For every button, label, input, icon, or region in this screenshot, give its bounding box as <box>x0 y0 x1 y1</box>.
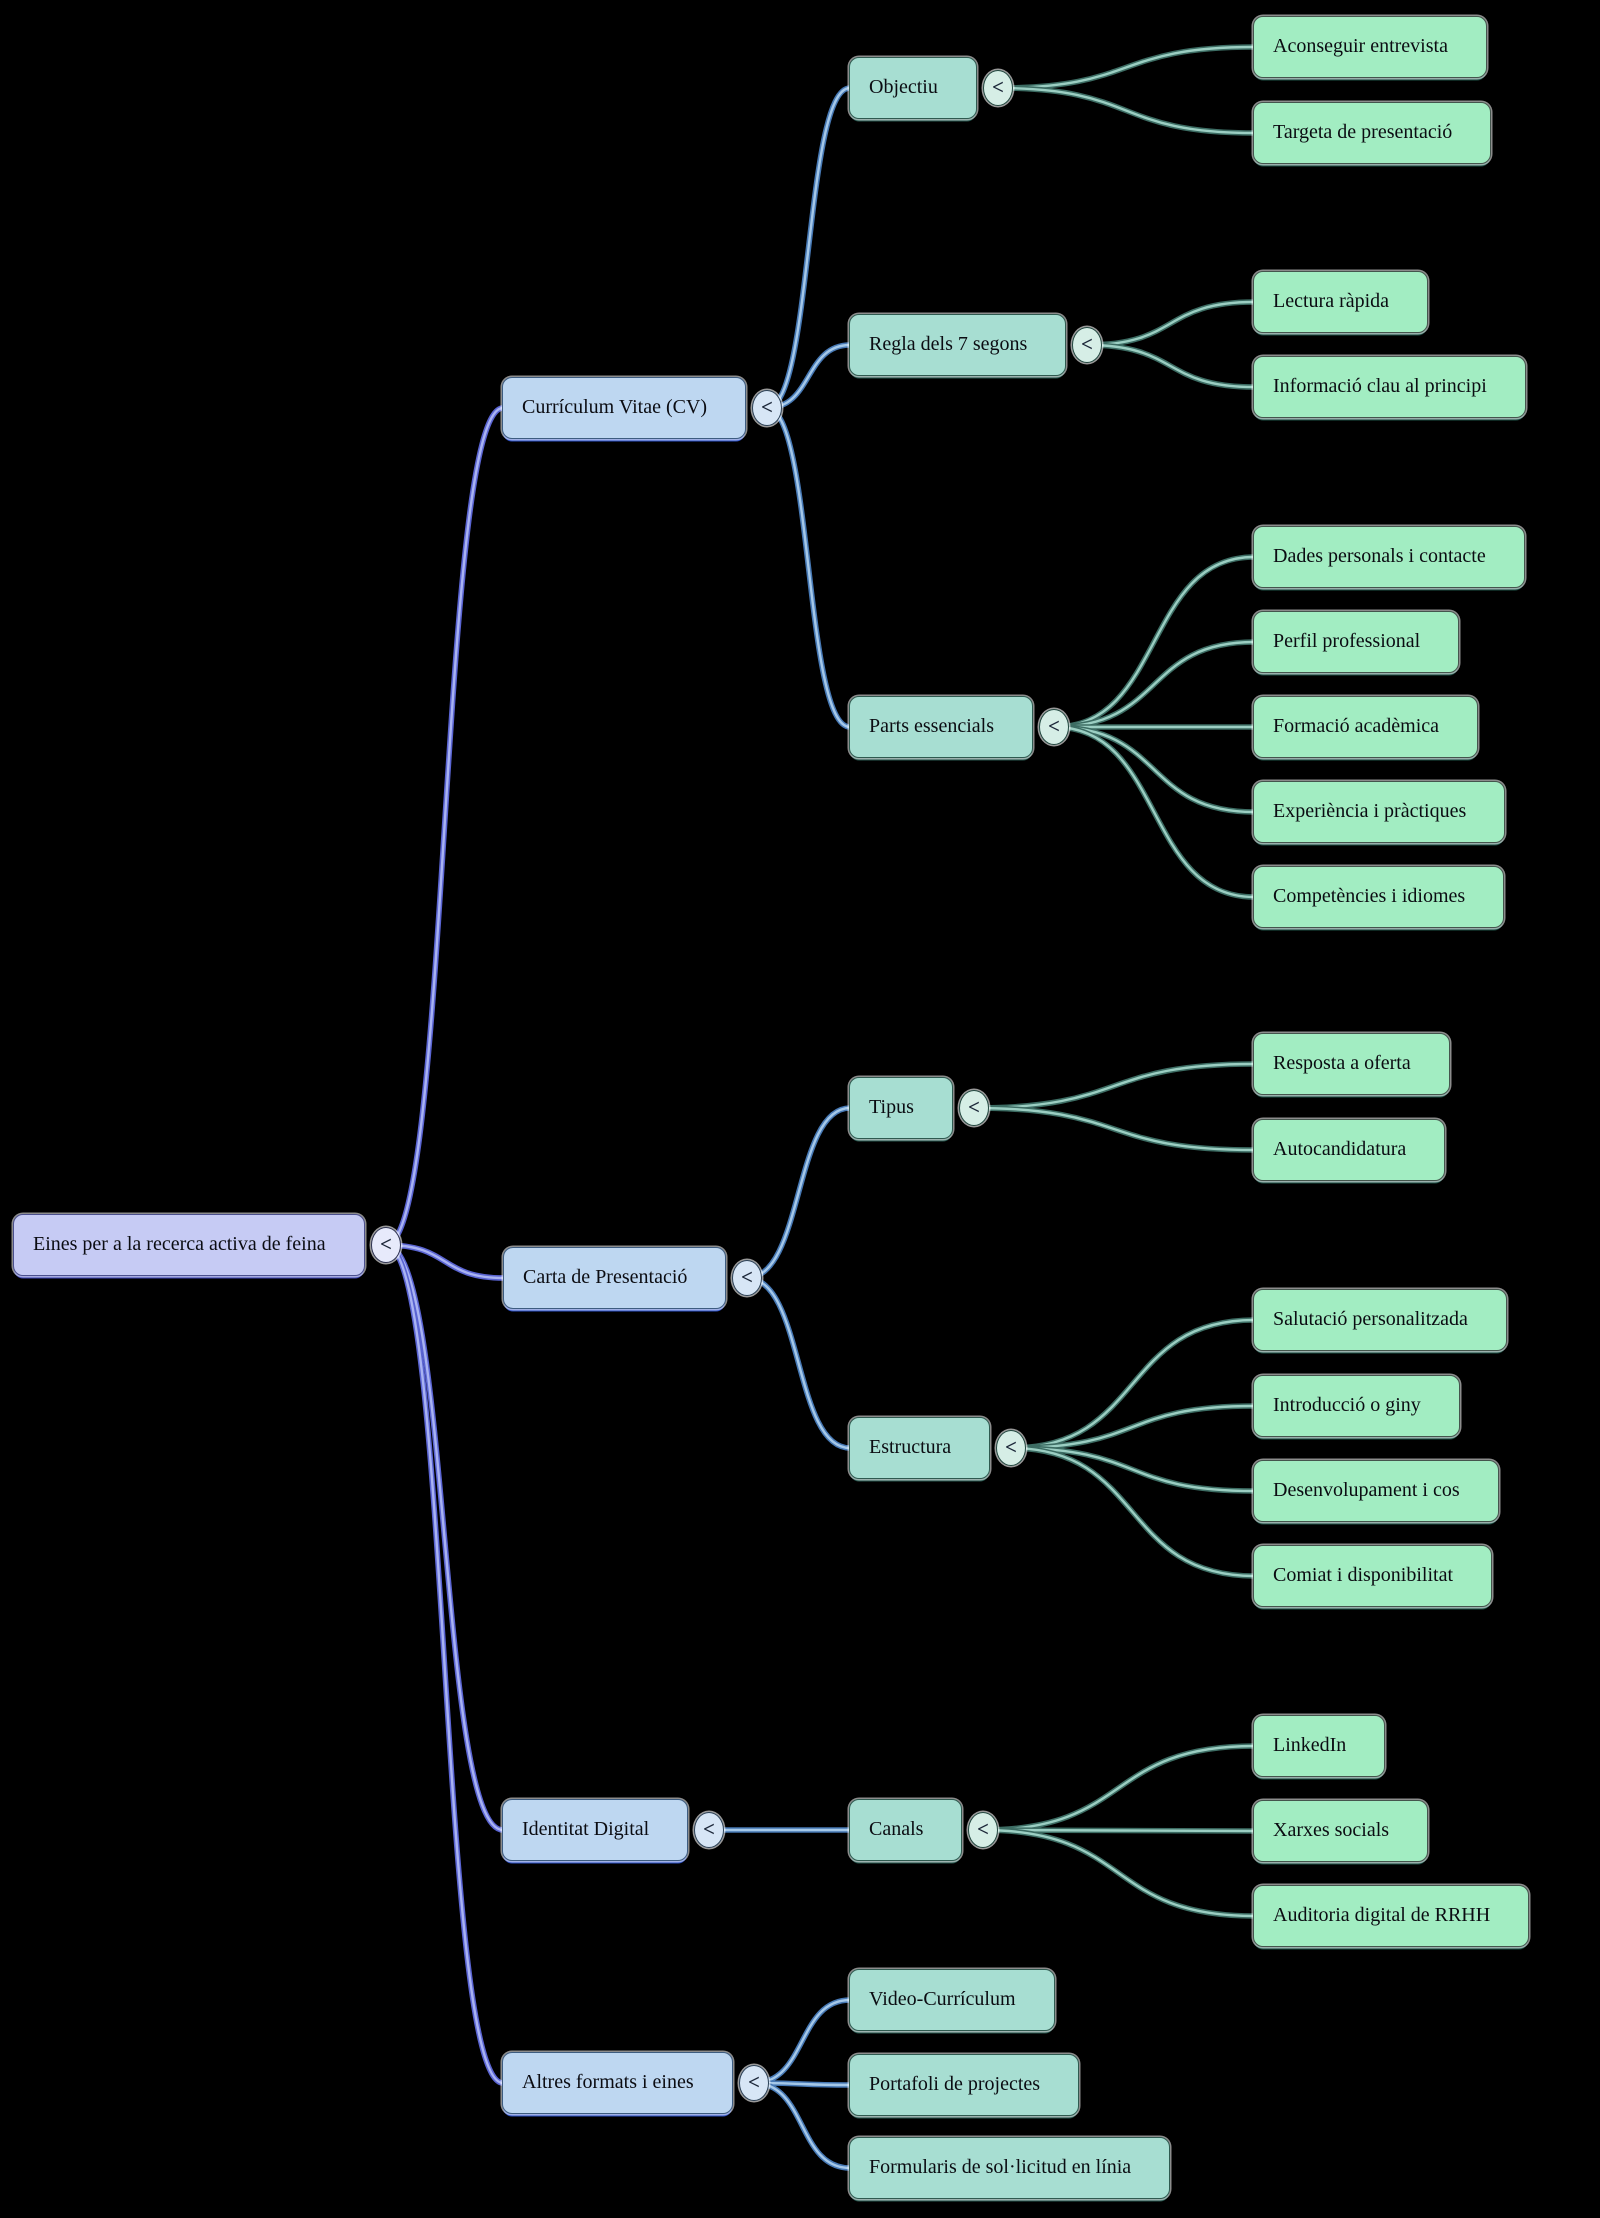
link-highlight-curriculum-vitae-cv <box>384 406 505 1247</box>
node-altres-formats-i-eines[interactable]: Altres formats i eines <box>502 2052 733 2114</box>
toggle-parts-essencials[interactable]: < <box>1039 709 1069 745</box>
link-highlight-estructura <box>745 1276 852 1450</box>
link-highlight-targeta-de-presentacio <box>996 86 1256 135</box>
node-salutacio-personalitzada[interactable]: Salutació personalitzada <box>1253 1289 1507 1351</box>
link-highlight-competencies-i-idiomes <box>1052 725 1256 899</box>
node-carta-de-presentacio[interactable]: Carta de Presentació <box>503 1247 727 1309</box>
node-aconseguir-entrevista[interactable]: Aconseguir entrevista <box>1253 16 1487 78</box>
link-highlight-introduccio-o-giny <box>1009 1404 1256 1450</box>
node-formacio-academica[interactable]: Formació acadèmica <box>1253 696 1479 758</box>
link-highlight-auditoria-digital-de-rrhh <box>981 1828 1256 1918</box>
link-highlight-carta-de-presentacio <box>384 1243 506 1280</box>
node-identitat-digital[interactable]: Identitat Digital <box>502 1799 689 1861</box>
node-tipus[interactable]: Tipus <box>849 1077 953 1139</box>
link-highlight-informacio-clau-al-principi <box>1085 343 1256 389</box>
toggle-curriculum-vitae-cv[interactable]: < <box>752 390 782 426</box>
node-regla-dels-7-segons[interactable]: Regla dels 7 segons <box>849 314 1067 376</box>
link-highlight-autocandidatura <box>972 1106 1256 1152</box>
link-highlight-aconseguir-entrevista <box>996 45 1256 90</box>
node-auditoria-digital-de-rrhh[interactable]: Auditoria digital de RRHH <box>1253 1885 1530 1947</box>
link-highlight-comiat-i-disponibilitat <box>1009 1446 1256 1578</box>
link-highlight-desenvolupament-i-cos <box>1009 1446 1256 1493</box>
toggle-objectiu[interactable]: < <box>983 70 1013 106</box>
node-introduccio-o-giny[interactable]: Introducció o giny <box>1253 1375 1460 1437</box>
link-highlight-formularis-de-sol-licitud-en-linia <box>752 2081 852 2170</box>
node-autocandidatura[interactable]: Autocandidatura <box>1253 1119 1446 1181</box>
toggle-estructura[interactable]: < <box>996 1430 1026 1466</box>
node-xarxes-socials[interactable]: Xarxes socials <box>1253 1800 1429 1862</box>
link-highlight-salutacio-personalitzada <box>1009 1318 1256 1450</box>
node-objectiu[interactable]: Objectiu <box>849 57 977 119</box>
link-highlight-perfil-professional <box>1052 640 1256 729</box>
toggle-eines-per-a-la-recerca-activa-de-feina[interactable]: < <box>371 1227 401 1263</box>
link-highlight-xarxes-socials <box>981 1828 1256 1833</box>
toggle-tipus[interactable]: < <box>959 1090 989 1126</box>
toggle-carta-de-presentacio[interactable]: < <box>732 1260 762 1296</box>
node-experiencia-i-practiques[interactable]: Experiència i pràctiques <box>1253 781 1506 843</box>
node-resposta-a-oferta[interactable]: Resposta a oferta <box>1253 1033 1450 1095</box>
link-highlight-parts-essencials <box>765 406 852 729</box>
link-highlight-experiencia-i-practiques <box>1052 725 1256 814</box>
node-competencies-i-idiomes[interactable]: Competències i idiomes <box>1253 866 1505 928</box>
link-highlight-linkedin <box>981 1744 1256 1832</box>
toggle-canals[interactable]: < <box>968 1812 998 1848</box>
link-highlight-resposta-a-oferta <box>972 1062 1256 1110</box>
node-comiat-i-disponibilitat[interactable]: Comiat i disponibilitat <box>1253 1545 1492 1607</box>
node-curriculum-vitae-cv[interactable]: Currículum Vitae (CV) <box>502 377 747 439</box>
toggle-identitat-digital[interactable]: < <box>694 1812 724 1848</box>
node-estructura[interactable]: Estructura <box>849 1417 991 1479</box>
node-formularis-de-sol-licitud-en-linia[interactable]: Formularis de sol·licitud en línia <box>849 2137 1171 2199</box>
node-portafoli-de-projectes[interactable]: Portafoli de projectes <box>849 2054 1080 2116</box>
link-highlight-objectiu <box>765 86 852 410</box>
link-highlight-video-curriculum <box>752 1998 852 2085</box>
node-linkedin[interactable]: LinkedIn <box>1253 1715 1386 1777</box>
node-dades-personals-i-contacte[interactable]: Dades personals i contacte <box>1253 526 1525 588</box>
link-highlight-lectura-rapida <box>1085 300 1256 347</box>
link-highlight-altres-formats-i-eines <box>384 1243 505 2085</box>
toggle-regla-dels-7-segons[interactable]: < <box>1072 327 1102 363</box>
toggle-altres-formats-i-eines[interactable]: < <box>739 2065 769 2101</box>
node-targeta-de-presentacio[interactable]: Targeta de presentació <box>1253 102 1492 164</box>
node-video-curriculum[interactable]: Video-Currículum <box>849 1969 1055 2031</box>
node-canals[interactable]: Canals <box>849 1799 963 1861</box>
link-highlight-identitat-digital <box>384 1243 505 1832</box>
link-highlight-tipus <box>745 1106 852 1280</box>
node-informacio-clau-al-principi[interactable]: Informació clau al principi <box>1253 356 1526 418</box>
node-eines-per-a-la-recerca-activa-de-feina[interactable]: Eines per a la recerca activa de feina <box>13 1214 365 1276</box>
link-highlight-dades-personals-i-contacte <box>1052 555 1256 729</box>
node-desenvolupament-i-cos[interactable]: Desenvolupament i cos <box>1253 1460 1499 1522</box>
node-parts-essencials[interactable]: Parts essencials <box>849 696 1033 758</box>
node-lectura-rapida[interactable]: Lectura ràpida <box>1253 271 1429 333</box>
node-perfil-professional[interactable]: Perfil professional <box>1253 611 1460 673</box>
